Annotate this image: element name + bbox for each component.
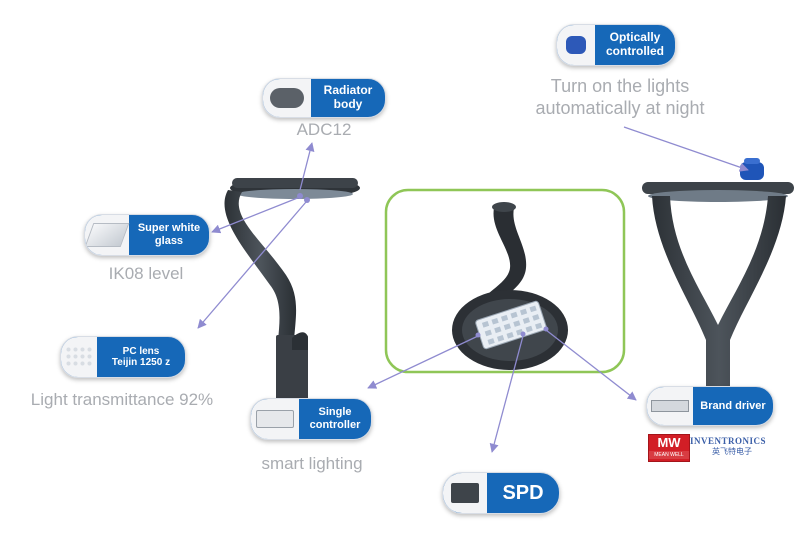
radiator-body-label: Radiator body: [323, 83, 373, 111]
inventronics-cn: 英飞特电子: [712, 447, 752, 456]
arrow-lens: [197, 201, 307, 329]
light-sensor-icon: [566, 36, 586, 54]
super-white-glass-badge: Super white glass: [84, 214, 210, 256]
radiator-thumb: [263, 79, 311, 117]
driver-box-icon: [651, 400, 689, 412]
spd-thumb: [443, 473, 487, 513]
right-lamp-yoke: [652, 196, 786, 420]
optical-thumb: [557, 25, 595, 65]
lens-caption: Light transmittance 92%: [30, 390, 214, 409]
lens-grid-icon: [65, 346, 93, 368]
arrow-radiator: [299, 142, 315, 191]
spd-label: SPD: [502, 481, 544, 504]
radiator-caption: ADC12: [296, 120, 352, 139]
brand-driver-label: Brand driver: [700, 399, 766, 412]
left-lamp-glass: [237, 189, 353, 199]
driver-thumb: [647, 387, 693, 425]
lens-thumb: [61, 337, 97, 377]
arrow-driver: [545, 329, 637, 401]
optical-caption: Turn on the lights automatically at nigh…: [535, 76, 705, 118]
meanwell-logo: MW MEAN WELL: [648, 434, 690, 462]
optical-control-badge: Optically controlled: [556, 24, 676, 66]
controller-device-icon: [256, 410, 294, 428]
left-lamp-arm: [224, 190, 297, 340]
meanwell-text: MEAN WELL: [649, 451, 689, 459]
pc-lens-badge: PC lens Teijin 1250 z: [60, 336, 186, 378]
super-white-glass-label: Super white glass: [137, 222, 201, 247]
left-lamp: [224, 178, 360, 415]
right-lamp-sensor: [740, 162, 764, 180]
inventronics-text: INVENTRONICS: [690, 436, 767, 446]
center-fixture: [452, 202, 568, 370]
radiator-body-badge: Radiator body: [262, 78, 386, 118]
brand-driver-badge: Brand driver: [646, 386, 774, 426]
right-lamp-glass: [648, 190, 788, 202]
glass-thumb: [85, 215, 130, 255]
arrow-controller: [367, 335, 479, 389]
left-lamp-pole: [276, 335, 308, 415]
single-controller-label: Single controller: [309, 406, 361, 431]
right-lamp: [642, 158, 794, 420]
arrow-optical: [623, 126, 749, 172]
spd-badge: SPD: [442, 472, 560, 514]
inventronics-logo: INVENTRONICS 英飞特电子: [690, 436, 782, 457]
spd-module-icon: [451, 483, 479, 503]
pc-lens-label: PC lens Teijin 1250 z: [111, 345, 171, 369]
controller-thumb: [251, 399, 299, 439]
meanwell-mark: MW: [657, 435, 681, 450]
single-controller-badge: Single controller: [250, 398, 372, 440]
arrow-glass: [211, 196, 301, 234]
radiator-icon: [270, 88, 304, 108]
glass-caption: IK08 level: [108, 264, 184, 283]
callout-arrows: [197, 126, 749, 453]
optical-control-label: Optically controlled: [605, 30, 664, 58]
arrow-spd: [489, 335, 524, 453]
controller-caption: smart lighting: [261, 454, 363, 473]
left-lamp-cap: [232, 178, 358, 188]
glass-sheet-icon: [85, 223, 130, 247]
